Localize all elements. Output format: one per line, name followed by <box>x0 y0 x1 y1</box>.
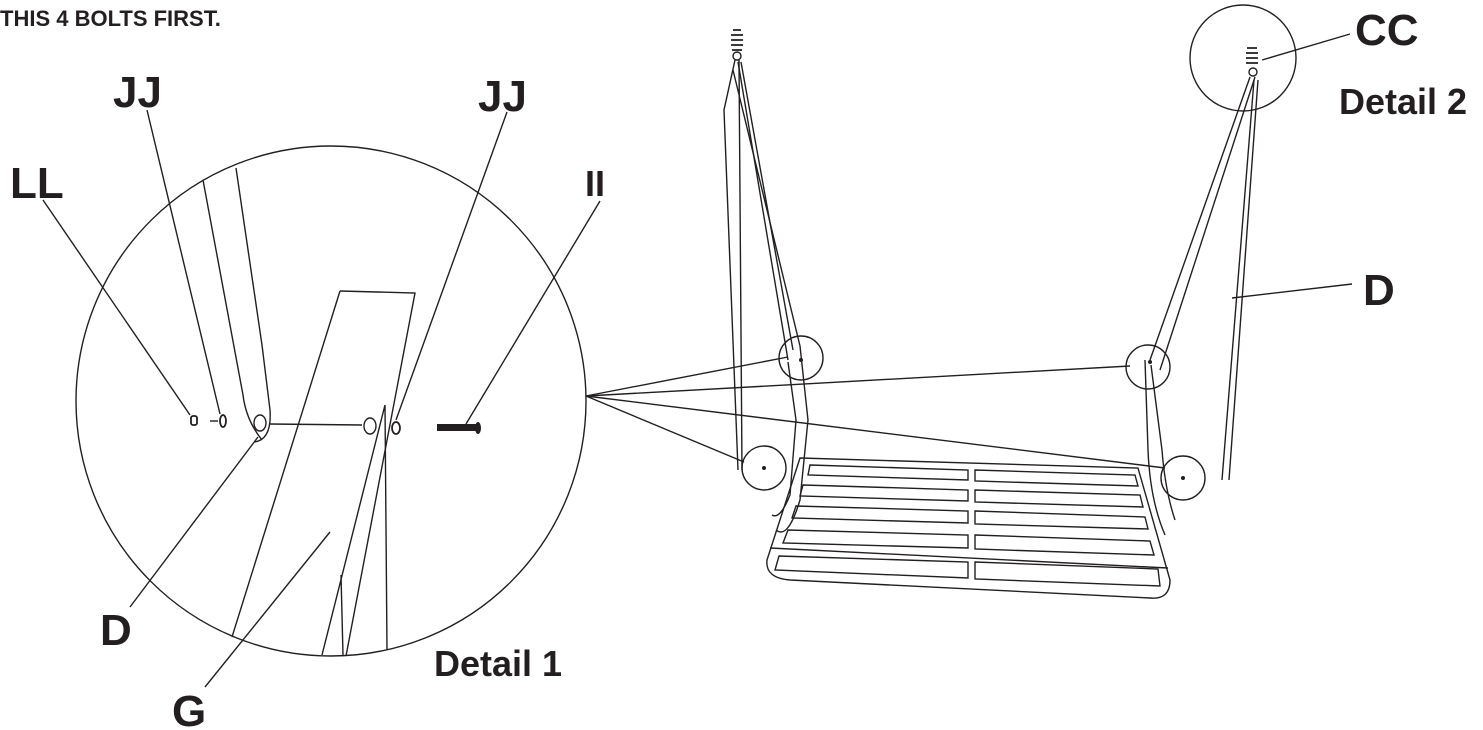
bolt-ii <box>437 424 476 431</box>
projection-3 <box>585 395 745 463</box>
frame-g-left <box>231 290 341 638</box>
strap-d-hole <box>253 414 267 432</box>
label-g: G <box>172 687 206 730</box>
bolt-point <box>799 358 803 362</box>
left-strap-outer <box>723 59 739 471</box>
label-jj-left: JJ <box>113 68 162 117</box>
leader-d <box>129 436 259 608</box>
strap-d-right-edge <box>235 167 271 443</box>
slat <box>974 561 1161 587</box>
slat <box>974 510 1149 530</box>
spring-left-ring <box>732 51 742 61</box>
seat-slats <box>774 464 1161 587</box>
bolt-circle-upper-left <box>778 335 824 381</box>
washer-jj-right <box>391 421 401 435</box>
right-strap-4 <box>1228 79 1259 481</box>
frame-g-inner-2 <box>340 574 344 656</box>
frame-g-right <box>339 290 416 657</box>
leader-jj-left <box>146 109 221 415</box>
right-strap-1 <box>1149 76 1251 361</box>
label-cc: CC <box>1355 6 1419 55</box>
slat <box>791 505 969 524</box>
slat <box>974 489 1144 508</box>
bolt-circle-lower-right <box>1160 455 1206 501</box>
label-jj-right: JJ <box>478 72 527 121</box>
detail-1-title: Detail 1 <box>434 643 562 684</box>
left-strap-inner-1 <box>738 59 743 471</box>
slat <box>799 484 969 502</box>
label-ll: LL <box>10 159 64 208</box>
bolt-point <box>1181 476 1185 480</box>
projection-4 <box>585 395 1166 469</box>
slat <box>781 529 969 549</box>
bolt-point <box>1148 360 1152 364</box>
label-d-detail-2: D <box>1363 266 1395 315</box>
label-ii: II <box>585 163 605 204</box>
bolt-point <box>762 466 766 470</box>
swing-assembly <box>585 29 1259 599</box>
detail-1: LL JJ JJ II D G Detail 1 <box>10 68 605 730</box>
strap-d-left-edge <box>202 179 263 441</box>
projection-1 <box>585 356 789 397</box>
seat-outline <box>766 457 1171 599</box>
leader-jj-right <box>395 111 508 421</box>
leader-d-detail-2 <box>1231 283 1353 299</box>
frame-g-inner <box>321 404 388 656</box>
left-arm-front <box>732 69 809 533</box>
leader-g <box>204 531 331 688</box>
leader-cc <box>1261 33 1351 61</box>
left-strap-front-2 <box>737 61 789 361</box>
detail-2-circle <box>1189 4 1297 112</box>
detail-2: CC Detail 2 D <box>1189 4 1467 315</box>
spring-left <box>731 29 743 51</box>
leader-ll <box>42 199 191 416</box>
detail-1-circle <box>75 145 587 657</box>
right-arm-1 <box>1150 364 1176 521</box>
bolt-ii-head <box>475 422 481 434</box>
bolt-circle-upper-right <box>1125 344 1171 390</box>
slat <box>807 464 969 481</box>
right-strap-3 <box>1221 79 1255 481</box>
leader-ii <box>465 200 601 425</box>
instruction-text: THIS 4 BOLTS FIRST. <box>0 6 221 31</box>
washer-jj-left <box>219 414 227 428</box>
bolt-circle-lower-left <box>741 445 787 491</box>
bolt-axis <box>269 423 363 426</box>
right-strap-2 <box>1159 76 1256 371</box>
right-arm-2 <box>1144 359 1166 536</box>
spring-right-ring <box>1248 67 1258 77</box>
projection-2 <box>585 365 1131 397</box>
left-strap-front-1 <box>740 61 794 351</box>
slat <box>974 469 1139 487</box>
label-d-detail-1: D <box>100 606 132 655</box>
spring-right <box>1246 47 1258 64</box>
detail-2-title: Detail 2 <box>1339 81 1467 122</box>
seat-front-edge <box>769 547 1169 569</box>
frame-hole <box>363 417 377 435</box>
nut-ll <box>190 415 198 426</box>
slat <box>974 534 1155 556</box>
slat <box>774 555 969 579</box>
